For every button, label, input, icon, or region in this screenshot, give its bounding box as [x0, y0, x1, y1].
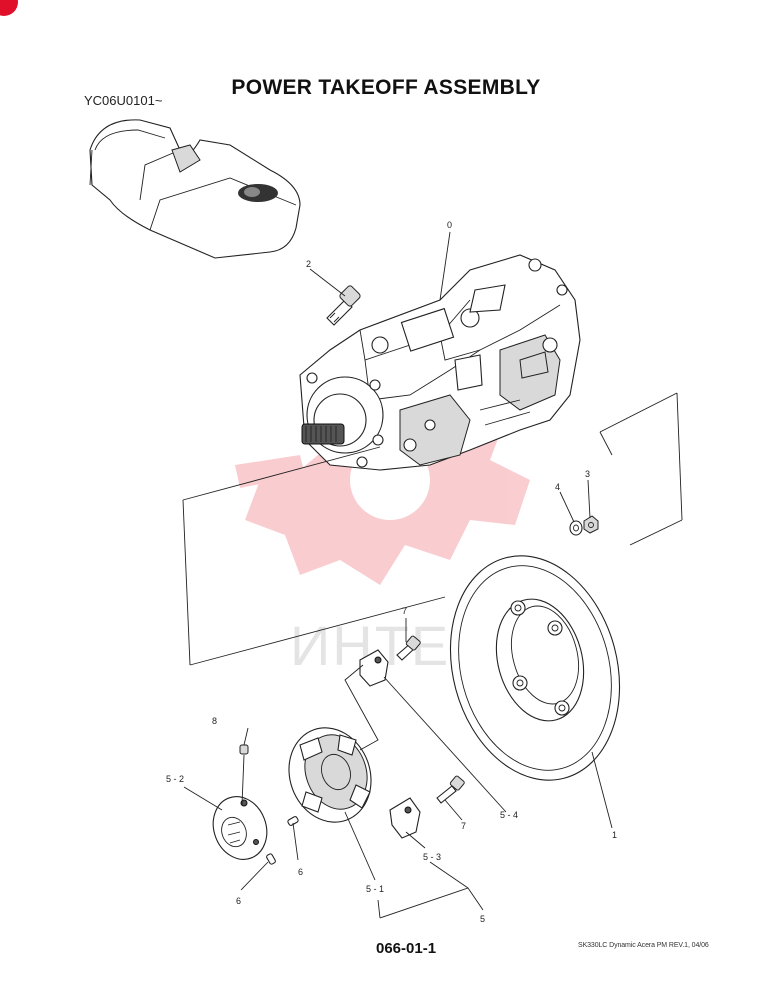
page-title: POWER TAKEOFF ASSEMBLY — [231, 76, 541, 99]
leader-lines — [183, 231, 613, 919]
footer-reference: SK330LC Dynamic Acera PM REV.1, 04/06 — [578, 942, 709, 949]
callout-3: 3 — [585, 469, 590, 479]
assembly-planes — [182, 392, 683, 666]
serial-number: YC06U0101~ — [84, 93, 163, 108]
bolt-item-7-upper — [396, 635, 421, 661]
bolt-item-7-lower — [436, 775, 465, 804]
callout-7-lower: 7 — [461, 821, 466, 831]
nut-item-3 — [583, 515, 599, 534]
callout-5-2: 5 - 2 — [166, 774, 184, 784]
clamp-item-5-4 — [359, 649, 389, 687]
set-screw-item-8 — [239, 744, 249, 755]
pin-item-6-left — [287, 816, 299, 826]
callout-7-upper: 7 — [402, 606, 407, 616]
callout-5: 5 — [480, 914, 485, 924]
callout-2: 2 — [306, 259, 311, 269]
washer-item-4 — [569, 520, 583, 536]
hydraulic-pump — [299, 254, 581, 471]
page-number: 066-01-1 — [376, 940, 437, 957]
callout-5-4: 5 - 4 — [500, 810, 518, 820]
corner-marker — [0, 0, 18, 16]
callout-5-3: 5 - 3 — [423, 852, 441, 862]
pin-item-6-bottom — [266, 853, 276, 865]
callout-5-1: 5 - 1 — [366, 884, 384, 894]
callout-6-left: 6 — [298, 867, 303, 877]
callout-0: 0 — [447, 220, 452, 230]
callouts: 0 2 3 4 7 8 5 - 2 5 - 4 1 7 5 - 3 6 6 5 … — [166, 220, 617, 924]
bolt-item-2 — [326, 285, 361, 326]
coupling-hub-item-5-1 — [288, 727, 372, 823]
callout-4: 4 — [555, 482, 560, 492]
flywheel-plate — [449, 555, 621, 781]
callout-6-bottom: 6 — [236, 896, 241, 906]
clamp-item-5-3 — [389, 797, 421, 839]
machine-overview-icon — [89, 119, 301, 259]
callout-1: 1 — [612, 830, 617, 840]
hub-item-5-2 — [212, 796, 268, 860]
pump-location-icon — [238, 184, 278, 202]
callout-8: 8 — [212, 716, 217, 726]
